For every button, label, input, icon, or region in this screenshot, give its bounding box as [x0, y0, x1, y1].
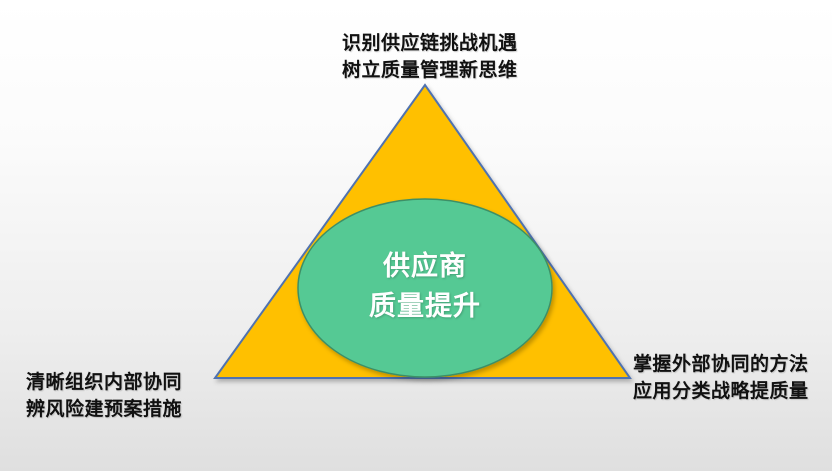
center-label-line1: 供应商	[383, 251, 467, 282]
top-label-line2: 树立质量管理新思维	[342, 59, 518, 81]
top-vertex-label: 识别供应链挑战机遇 树立质量管理新思维	[342, 30, 518, 84]
bottom-right-vertex-label: 掌握外部协同的方法 应用分类战略提质量	[633, 351, 809, 405]
bottom-left-label-line2: 辨风险建预案措施	[26, 398, 183, 420]
center-label: 供应商 质量提升	[345, 247, 505, 327]
top-label-line1: 识别供应链挑战机遇	[342, 32, 518, 54]
center-circle	[297, 198, 553, 378]
bottom-right-label-line1: 掌握外部协同的方法	[633, 353, 809, 375]
bottom-left-vertex-label: 清晰组织内部协同 辨风险建预案措施	[26, 369, 182, 423]
bottom-left-label-line1: 清晰组织内部协同	[26, 371, 183, 393]
bottom-right-label-line2: 应用分类战略提质量	[633, 380, 809, 402]
center-label-line2: 质量提升	[369, 291, 481, 322]
